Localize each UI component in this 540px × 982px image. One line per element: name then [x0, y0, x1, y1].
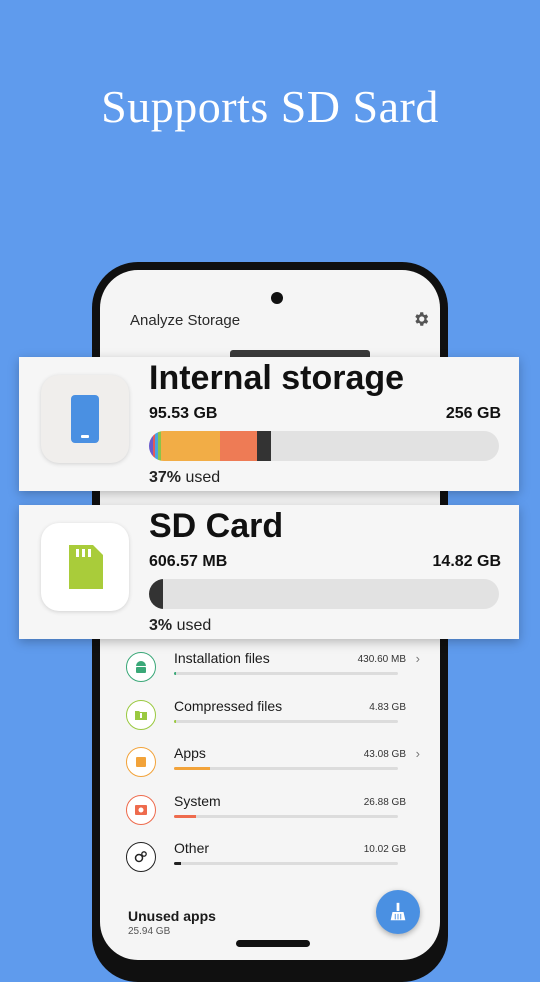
- usage-segment: [257, 431, 272, 461]
- internal-total-amount: 256 GB: [445, 405, 501, 422]
- category-name: Compressed files: [174, 697, 283, 714]
- gears-icon: [126, 842, 156, 872]
- home-indicator[interactable]: [236, 940, 310, 947]
- internal-percent-suffix: used: [185, 469, 221, 486]
- category-name: Installation files: [174, 650, 270, 666]
- category-usage-bar: [174, 719, 398, 723]
- chevron-right-icon[interactable]: ›: [415, 651, 420, 666]
- phone-icon: [71, 395, 99, 443]
- internal-percent-value: 37%: [149, 469, 182, 486]
- category-row[interactable]: Other 10.02 GB: [126, 840, 426, 886]
- category-usage-bar: [174, 672, 398, 675]
- sd-percent-used: 3% used: [149, 617, 211, 635]
- sd-usage-bar: [149, 579, 499, 609]
- internal-usage-bar: [149, 431, 499, 461]
- category-usage-fill: [174, 814, 197, 818]
- category-usage-bar: [174, 862, 398, 865]
- internal-storage-card[interactable]: Internal storage 95.53 GB 256 GB 37% use…: [19, 357, 519, 491]
- usage-segment: [220, 431, 258, 461]
- category-row[interactable]: Installation files 430.60 MB ›: [126, 650, 426, 696]
- headline: Supports SD Sard: [101, 81, 439, 132]
- internal-storage-title: Internal storage: [149, 359, 405, 397]
- sd-card-icon: [69, 545, 103, 589]
- category-size: 4.83 GB: [369, 701, 406, 713]
- category-usage-fill: [174, 767, 210, 770]
- internal-used-amount: 95.53 GB: [149, 405, 218, 422]
- android-icon: [126, 652, 156, 682]
- sd-card-icon-box: [41, 523, 129, 611]
- hidden-heading-fragment: [230, 350, 370, 360]
- sd-percent-suffix: used: [176, 617, 212, 634]
- category-row[interactable]: Compressed files 4.83 GB: [126, 697, 426, 744]
- unused-apps-title[interactable]: Unused apps: [128, 908, 216, 924]
- phone-storage-icon-box: [41, 375, 129, 463]
- category-size: 43.08 GB: [363, 749, 406, 760]
- apps-icon: [126, 747, 156, 777]
- settings-gear-icon[interactable]: [412, 310, 430, 328]
- usage-segment: [149, 579, 163, 609]
- usage-segment: [153, 431, 156, 461]
- category-size: 26.88 GB: [363, 796, 406, 808]
- usage-segment: [155, 431, 159, 461]
- sd-used-amount: 606.57 MB: [149, 553, 228, 570]
- chevron-right-icon[interactable]: ›: [415, 746, 420, 761]
- category-usage-bar: [174, 814, 398, 818]
- unused-apps-size: 25.94 GB: [128, 926, 171, 937]
- category-row[interactable]: System 26.88 GB: [126, 792, 426, 839]
- category-name: System: [174, 792, 221, 809]
- usage-segment: [160, 431, 221, 461]
- category-name: Apps: [174, 745, 206, 761]
- category-size: 10.02 GB: [363, 844, 406, 855]
- category-usage-fill: [174, 672, 177, 675]
- category-size: 430.60 MB: [357, 654, 406, 665]
- folder-zip-icon: [126, 699, 156, 730]
- sd-total-amount: 14.82 GB: [432, 553, 501, 570]
- sd-card-card[interactable]: SD Card 606.57 MB 14.82 GB 3% used: [19, 505, 519, 639]
- usage-segment: [158, 431, 161, 461]
- app-title: Analyze Storage: [130, 312, 241, 329]
- sd-percent-value: 3%: [149, 617, 173, 634]
- internal-percent-used: 37% used: [149, 469, 220, 487]
- system-icon: [126, 794, 156, 825]
- sd-card-title: SD Card: [149, 507, 284, 545]
- front-camera: [271, 292, 283, 304]
- category-usage-fill: [174, 862, 181, 865]
- broom-icon: [390, 902, 406, 921]
- category-usage-bar: [174, 767, 398, 770]
- usage-segment: [149, 431, 154, 461]
- category-row[interactable]: Apps 43.08 GB ›: [126, 745, 426, 791]
- category-usage-fill: [174, 719, 177, 723]
- clean-button[interactable]: [376, 890, 420, 934]
- category-name: Other: [174, 840, 210, 856]
